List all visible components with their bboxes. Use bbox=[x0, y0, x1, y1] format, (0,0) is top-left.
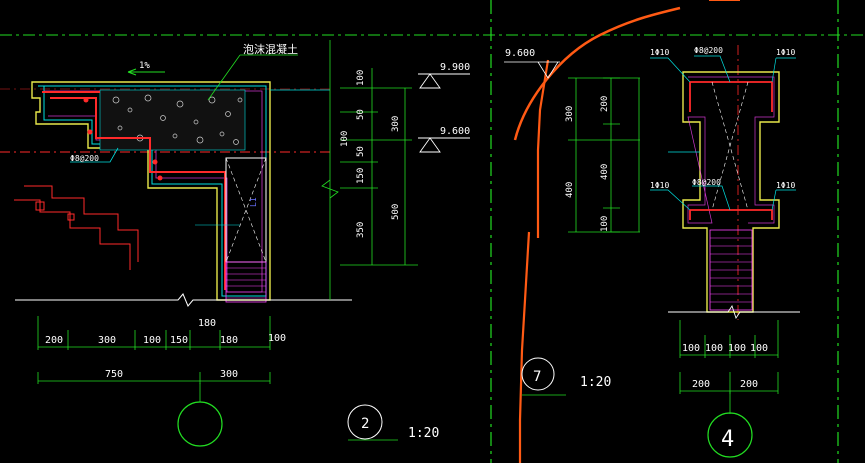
detail-7-scale: 1:20 bbox=[580, 375, 611, 390]
lintel-tag: L1 bbox=[249, 197, 258, 207]
dim-row1-3: 150 bbox=[170, 335, 188, 346]
orange-curve-bottom bbox=[518, 231, 531, 463]
vdim-r1: 500 bbox=[391, 204, 401, 220]
vdim-0: 100 bbox=[356, 70, 366, 86]
rebar-note-label: Φ8@200 bbox=[70, 154, 99, 163]
detail-4-section bbox=[603, 55, 800, 414]
d4-vdim-2: 100 bbox=[600, 216, 610, 232]
dim-row1-2: 100 bbox=[143, 335, 161, 346]
vdim-2: 100 bbox=[340, 131, 350, 147]
foam-concrete-pattern bbox=[112, 94, 243, 145]
d4-top-right: 1Φ10 bbox=[776, 48, 795, 57]
detail-4-rebar-labels: 1Φ10 Φ8@200 1Φ10 1Φ10 Φ8@200 1Φ10 bbox=[650, 46, 795, 190]
rebar-leader bbox=[70, 147, 119, 163]
orange-curve-mid bbox=[536, 59, 550, 238]
d7-vdim-1: 400 bbox=[565, 182, 575, 198]
elevation-markers bbox=[418, 73, 470, 153]
detail-4-vertical-dim-text: 200 400 100 bbox=[600, 96, 610, 232]
d4-row1-1: 100 bbox=[705, 343, 723, 354]
d4-row1-2: 100 bbox=[728, 343, 746, 354]
d4-top-center: Φ8@200 bbox=[694, 46, 723, 55]
dim-row1-0: 200 bbox=[45, 335, 63, 346]
orange-curve-top bbox=[513, 6, 681, 141]
d4-row2-1: 200 bbox=[740, 379, 758, 390]
foam-concrete-area bbox=[99, 89, 246, 151]
d4-bot-right: 1Φ10 bbox=[776, 181, 795, 190]
detail-4-rebar-top bbox=[689, 81, 773, 112]
detail-7-elev: 9.600 bbox=[505, 48, 535, 59]
detail-2-section bbox=[15, 54, 352, 307]
dim-row1-5: 100 bbox=[268, 333, 286, 344]
detail-7-number-circle bbox=[521, 357, 555, 391]
detail-4-outline bbox=[682, 71, 780, 313]
detail-4-number-circle bbox=[707, 412, 753, 458]
vdim-3: 50 bbox=[356, 146, 366, 157]
detail-7-number: 7 bbox=[533, 369, 541, 385]
slope-arrow bbox=[127, 68, 165, 76]
detail-7-elev-marker bbox=[504, 61, 560, 79]
detail-2-rebar bbox=[42, 91, 226, 290]
d4-vdim-0: 200 bbox=[600, 96, 610, 112]
dim-row2-0: 750 bbox=[105, 369, 123, 380]
vdim-1: 50 bbox=[356, 109, 366, 120]
dim-top-180: 180 bbox=[198, 318, 216, 329]
detail-4-rebar-bottom bbox=[689, 209, 773, 220]
d4-row1-0: 100 bbox=[682, 343, 700, 354]
detail-2-vertical-dim-text: 100 50 100 50 150 350 300 500 bbox=[340, 70, 401, 238]
detail-4-ground bbox=[668, 304, 800, 320]
detail-2-number-circle bbox=[347, 404, 383, 440]
detail-4-bottom-dim-text: 100 100 100 100 200 200 bbox=[682, 343, 768, 390]
ground-line bbox=[15, 293, 352, 307]
detail-2-vertical-dims bbox=[321, 40, 418, 300]
detail-marker-circle-left bbox=[177, 401, 223, 447]
vdim-r0: 300 bbox=[391, 116, 401, 132]
d4-row1-3: 100 bbox=[750, 343, 768, 354]
d4-row2-0: 200 bbox=[692, 379, 710, 390]
dim-row1-4: 180 bbox=[220, 335, 238, 346]
detail-4-number: 4 bbox=[721, 427, 734, 452]
detail-2-bottom-dims bbox=[37, 316, 271, 402]
d7-vdim-0: 300 bbox=[565, 106, 575, 122]
elev-9600: 9.600 bbox=[440, 126, 470, 137]
dim-row1-1: 300 bbox=[98, 335, 116, 346]
foam-concrete-label: 泡沫混凝土 bbox=[243, 42, 298, 56]
d4-bot-left: 1Φ10 bbox=[650, 181, 669, 190]
d4-vdim-1: 400 bbox=[600, 164, 610, 180]
detail-2-scale: 1:20 bbox=[408, 426, 439, 441]
slope-label: 1% bbox=[139, 61, 150, 71]
label-leader bbox=[207, 54, 298, 101]
dim-row2-1: 300 bbox=[220, 369, 238, 380]
vdim-4: 150 bbox=[356, 168, 366, 184]
elev-9900: 9.900 bbox=[440, 62, 470, 73]
d4-bot-center: Φ8@200 bbox=[692, 178, 721, 187]
detail-2-number: 2 bbox=[361, 416, 369, 432]
d4-top-left: 1Φ10 bbox=[650, 48, 669, 57]
vdim-5: 350 bbox=[356, 222, 366, 238]
stair-fragment bbox=[14, 185, 139, 270]
brick-wall bbox=[225, 261, 267, 303]
dim-row1-text: 200 300 100 150 180 100 180 750 300 bbox=[45, 318, 286, 380]
detail-7-section bbox=[504, 0, 740, 463]
